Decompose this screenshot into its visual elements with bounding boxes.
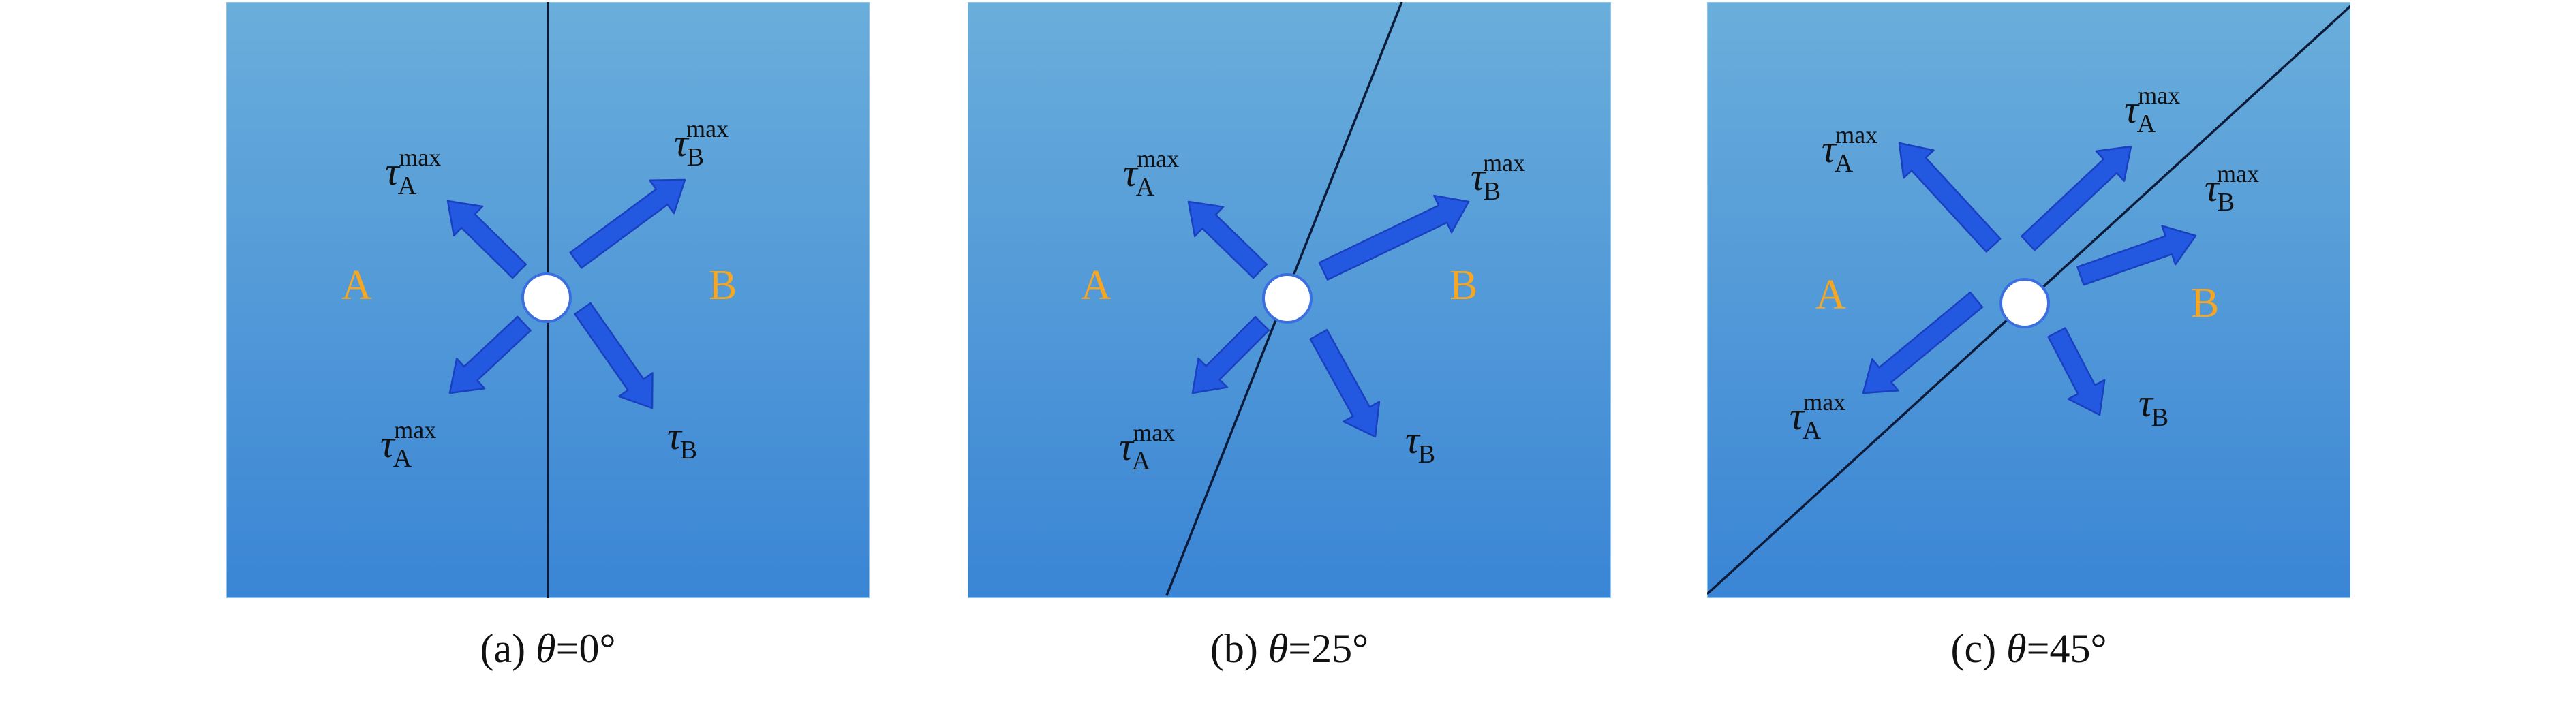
- shear-stress-arrow: [569, 178, 686, 269]
- label-superscript: max: [686, 115, 729, 142]
- shear-stress-arrow: [574, 302, 654, 409]
- tau-symbol: τ: [2205, 166, 2220, 210]
- label-superscript: max: [399, 144, 441, 171]
- caption-b: (b) θ=25°: [968, 625, 1611, 672]
- tau-symbol: τ: [2124, 87, 2140, 131]
- label-subscript: B: [680, 436, 697, 465]
- label-subscript: B: [687, 143, 704, 172]
- shear-stress-arrow: [1309, 328, 1381, 438]
- shear-stress-arrow: [1318, 194, 1470, 281]
- label-superscript: max: [1137, 145, 1179, 172]
- shear-stress-arrow: [1191, 315, 1270, 394]
- region-label-a: A: [1815, 272, 1846, 318]
- shear-stress-label: τB: [1405, 418, 1435, 469]
- label-subscript: A: [1132, 447, 1151, 476]
- region-label-b: B: [709, 262, 737, 309]
- label-subscript: A: [1835, 149, 1854, 178]
- tau-symbol: τ: [667, 414, 683, 458]
- region-label-a: A: [341, 262, 372, 309]
- tau-symbol: τ: [1405, 418, 1421, 462]
- region-label-b: B: [1450, 262, 1477, 309]
- shear-stress-label: τAmax: [2124, 82, 2180, 138]
- shear-stress-label: τBmax: [1471, 149, 1525, 206]
- label-subscript: B: [2218, 188, 2235, 217]
- label-superscript: max: [2217, 160, 2259, 187]
- label-superscript: max: [1483, 149, 1525, 176]
- shear-stress-arrow: [446, 200, 527, 279]
- caption-c: (c) θ=45°: [1707, 625, 2350, 672]
- tau-symbol: τ: [1822, 127, 1837, 171]
- caption-theta: θ: [2006, 626, 2027, 671]
- label-subscript: A: [398, 172, 417, 200]
- shear-stress-arrow: [448, 315, 532, 394]
- label-subscript: B: [1484, 177, 1501, 206]
- shear-stress-arrow: [2021, 145, 2132, 251]
- tau-symbol: τ: [1119, 424, 1135, 469]
- shear-stress-label: τAmax: [1123, 145, 1179, 202]
- caption-a: (a) θ=0°: [226, 625, 870, 672]
- label-superscript: max: [1835, 121, 1877, 149]
- caption-value: =0°: [555, 626, 616, 671]
- shear-stress-arrow: [2047, 327, 2106, 416]
- hole-circle: [1262, 273, 1313, 324]
- label-subscript: A: [393, 444, 412, 473]
- shear-stress-label: τBmax: [674, 115, 729, 172]
- shear-stress-label: τB: [2138, 381, 2168, 432]
- shear-stress-arrow: [1898, 142, 2002, 253]
- shear-stress-arrow: [2076, 225, 2197, 286]
- label-superscript: max: [1133, 419, 1175, 446]
- region-label-b: B: [2191, 280, 2219, 326]
- label-subscript: B: [1418, 440, 1435, 469]
- label-subscript: A: [2137, 110, 2156, 138]
- label-subscript: A: [1803, 416, 1822, 445]
- caption-theta: θ: [536, 626, 556, 671]
- tau-symbol: τ: [1123, 151, 1139, 195]
- tau-symbol: τ: [1471, 155, 1486, 199]
- caption-label: (c): [1950, 626, 2007, 671]
- caption-label: (a): [480, 626, 536, 671]
- shear-stress-arrow: [1862, 291, 1984, 394]
- label-subscript: A: [1136, 173, 1155, 202]
- tau-symbol: τ: [385, 149, 401, 193]
- hole-circle: [1999, 278, 2050, 328]
- tau-symbol: τ: [1790, 394, 1805, 438]
- caption-label: (b): [1210, 626, 1268, 671]
- region-label-a: A: [1081, 262, 1111, 309]
- shear-stress-label: τAmax: [385, 144, 441, 200]
- shear-stress-label: τAmax: [1790, 388, 1845, 445]
- shear-stress-label: τAmax: [1119, 419, 1175, 476]
- shear-stress-arrow: [1187, 200, 1268, 279]
- tau-symbol: τ: [674, 121, 690, 165]
- caption-value: =25°: [1288, 626, 1369, 671]
- label-superscript: max: [394, 416, 436, 443]
- tau-symbol: τ: [2138, 381, 2154, 425]
- label-superscript: max: [2138, 82, 2180, 109]
- shear-stress-label: τAmax: [1822, 121, 1877, 178]
- shear-stress-label: τBmax: [2205, 160, 2259, 217]
- label-superscript: max: [1803, 388, 1845, 416]
- hole-circle: [521, 272, 572, 323]
- caption-value: =45°: [2026, 626, 2107, 671]
- shear-stress-label: τAmax: [380, 416, 436, 473]
- caption-theta: θ: [1268, 626, 1289, 671]
- tau-symbol: τ: [380, 422, 396, 466]
- label-subscript: B: [2151, 403, 2168, 432]
- shear-stress-label: τB: [667, 414, 697, 465]
